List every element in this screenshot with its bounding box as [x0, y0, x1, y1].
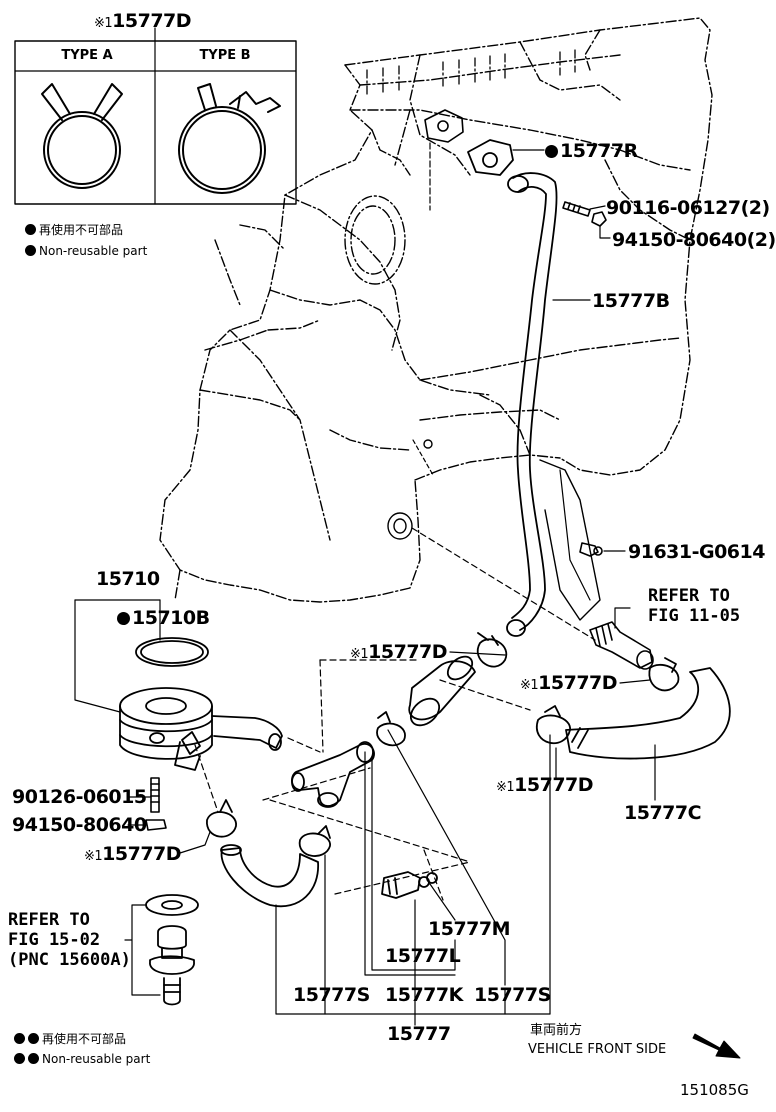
diagram-drawing	[14, 17, 741, 1059]
leader-94150-top	[599, 225, 611, 239]
label-94150-top: 94150-80640(2)	[612, 229, 776, 251]
front-side-en: VEHICLE FRONT SIDE	[528, 1042, 667, 1057]
legend-bottom-jp-text: 再使用不可部品	[42, 1032, 127, 1046]
label-90116: 90116-06127(2)	[606, 197, 770, 219]
non-reusable-dot-icon	[14, 1053, 25, 1064]
legend-bottom-en: Non-reusable part	[14, 1052, 150, 1067]
clamp-mark: ※1	[496, 780, 515, 795]
label-94150-bot: 94150-80640	[12, 814, 147, 836]
clamp-part: 15777D	[368, 641, 448, 663]
engine-block-outline	[159, 17, 713, 603]
label-15777B: 15777B	[592, 290, 670, 312]
alignment-lines	[194, 439, 596, 901]
engine-fins	[366, 49, 576, 96]
tee-joint	[291, 741, 375, 808]
legend-top-en: Non-reusable part	[25, 244, 147, 259]
union-bolt-fig15	[145, 894, 199, 1006]
non-reusable-dot-icon	[117, 612, 130, 625]
refer-fig15-line1: REFER TO	[8, 910, 90, 930]
nut-94150-lower	[145, 819, 167, 831]
stud-bolt-90116	[562, 201, 591, 217]
gasket-15777R	[467, 139, 514, 176]
clamp-mark: ※1	[350, 647, 369, 662]
clamp-box-mark: ※1	[94, 16, 113, 31]
label-15777C: 15777C	[624, 802, 702, 824]
leader-clamp-d	[179, 831, 211, 854]
legend-top-jp-text: 再使用不可部品	[39, 223, 124, 237]
bolt-91631	[579, 542, 603, 557]
clamp-mark: ※1	[84, 849, 103, 864]
pipe-15777B	[506, 172, 601, 637]
label-91631: 91631-G0614	[628, 541, 765, 563]
bracket-15710	[74, 599, 121, 713]
leader-15777M	[429, 883, 456, 921]
non-reusable-dot-icon	[545, 145, 558, 158]
union-15777M	[381, 871, 438, 899]
refer-fig15-line2: FIG 15-02	[8, 930, 101, 950]
label-15777: 15777	[387, 1023, 451, 1045]
leader-fig15	[124, 904, 161, 996]
label-15710: 15710	[96, 568, 160, 590]
label-15777R: 15777R	[545, 140, 638, 162]
refer-fig15-line3: (PNC 15600A)	[8, 950, 131, 970]
leader-90116	[589, 205, 606, 210]
clamp-part: 15777D	[514, 774, 594, 796]
label-clamp-d: ※115777D	[84, 843, 182, 868]
legend-bottom-jp: 再使用不可部品	[14, 1032, 126, 1047]
label-15710B: 15710B	[117, 607, 210, 629]
refer-fig11-line1: REFER TO	[648, 586, 730, 606]
refer-fig11-line2: FIG 11-05	[648, 606, 741, 626]
non-reusable-dot-icon	[14, 1033, 25, 1044]
label-clamp-b: ※115777D	[520, 672, 618, 697]
label-clamp-c: ※115777D	[496, 774, 594, 799]
clamps-15777D	[206, 632, 680, 857]
o-ring-15710B	[135, 637, 209, 667]
gasket-upper	[424, 109, 464, 143]
legend-top-jp: 再使用不可部品	[25, 223, 123, 238]
bolt-90126	[150, 777, 160, 813]
legend-bottom-en-text: Non-reusable part	[42, 1052, 151, 1066]
figure-id: 151085G	[680, 1081, 749, 1099]
leader-clamp-b	[619, 679, 651, 684]
clamp-type-box	[14, 27, 297, 205]
front-side-jp: 車両前方	[530, 1023, 583, 1038]
label-15710B-text: 15710B	[132, 607, 210, 629]
engine-housing	[204, 195, 406, 351]
label-15777S-right: 15777S	[474, 984, 551, 1006]
clamp-mark: ※1	[520, 678, 539, 693]
clamp-box-part: 15777D	[112, 10, 192, 32]
non-reusable-dot-icon	[25, 245, 36, 256]
clamp-type-b-drawing	[178, 83, 281, 194]
label-15777M: 15777M	[428, 918, 511, 940]
clamp-box-label: ※115777D	[94, 10, 192, 35]
engine-mount-boss	[387, 439, 433, 540]
hose-15777S-left	[220, 844, 319, 908]
leader-clamp-a	[449, 651, 506, 656]
hose-short-upper	[408, 655, 476, 727]
clamp-type-a-drawing	[41, 83, 123, 189]
label-15777K: 15777K	[385, 984, 463, 1006]
legend-top-en-text: Non-reusable part	[39, 244, 148, 258]
non-reusable-dot-icon	[28, 1053, 39, 1064]
parts-diagram: ※115777D TYPE A TYPE B 再使用不可部品 Non-reusa…	[8, 10, 776, 1099]
label-15777R-text: 15777R	[560, 140, 638, 162]
label-15777L: 15777L	[385, 945, 461, 967]
hose-15777C	[565, 667, 731, 760]
front-arrow-icon	[692, 1033, 741, 1059]
leader-tree-15777	[275, 729, 551, 1026]
clamp-part: 15777D	[102, 843, 182, 865]
oil-cooler-15710	[119, 687, 283, 771]
non-reusable-dot-icon	[25, 224, 36, 235]
label-90126: 90126-06015	[12, 786, 147, 808]
non-reusable-dot-icon	[28, 1033, 39, 1044]
label-15777S-left: 15777S	[293, 984, 370, 1006]
leader-fig11	[614, 607, 631, 629]
clamp-part: 15777D	[538, 672, 618, 694]
nut-94150-upper	[591, 211, 607, 227]
fitting-fig11	[589, 621, 654, 670]
label-clamp-a: ※115777D	[350, 641, 448, 666]
type-a-header: TYPE A	[61, 48, 113, 63]
type-b-header: TYPE B	[199, 48, 251, 63]
